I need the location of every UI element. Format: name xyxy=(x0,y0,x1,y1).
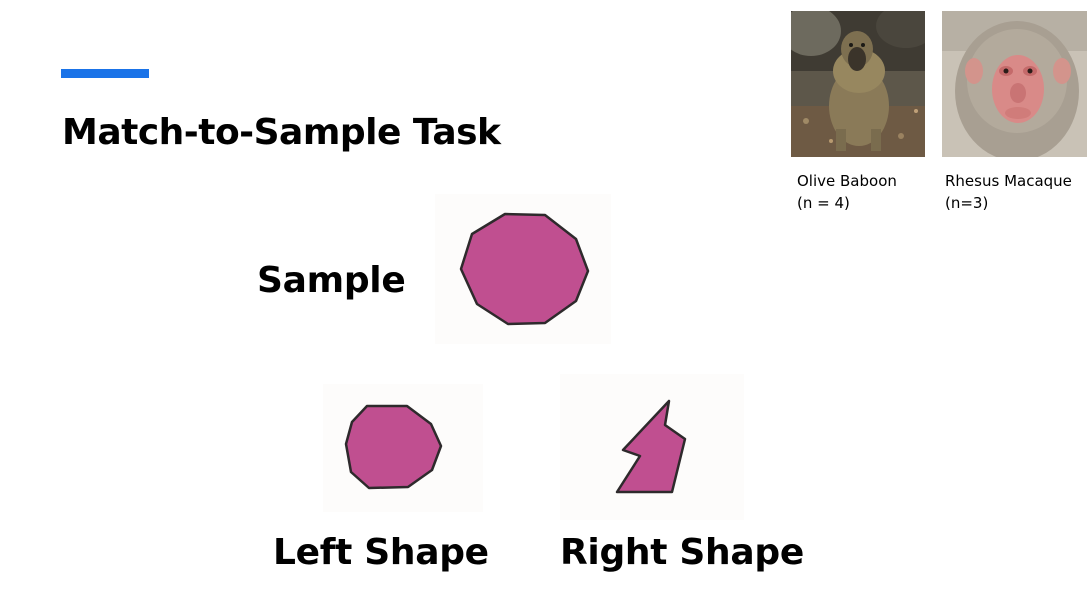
baboon-photo xyxy=(791,11,925,157)
species-name: Olive Baboon xyxy=(797,172,897,190)
baboon-caption: Olive Baboon (n = 4) xyxy=(797,170,897,214)
macaque-photo xyxy=(942,11,1087,157)
sample-shape-panel xyxy=(435,194,611,344)
sample-shape xyxy=(459,212,590,326)
slide-title: Match-to-Sample Task xyxy=(62,112,501,153)
accent-bar xyxy=(61,69,149,78)
left-shape-panel[interactable] xyxy=(323,384,483,512)
right-shape-panel[interactable] xyxy=(560,374,744,520)
macaque-caption: Rhesus Macaque (n=3) xyxy=(945,170,1072,214)
right-shape-label: Right Shape xyxy=(560,532,804,573)
right-shape[interactable] xyxy=(560,374,744,520)
sample-label: Sample xyxy=(257,260,406,301)
species-name: Rhesus Macaque xyxy=(945,172,1072,190)
species-count: (n=3) xyxy=(945,194,989,212)
species-count: (n = 4) xyxy=(797,194,850,212)
left-shape[interactable] xyxy=(323,384,483,512)
left-shape-label: Left Shape xyxy=(273,532,489,573)
